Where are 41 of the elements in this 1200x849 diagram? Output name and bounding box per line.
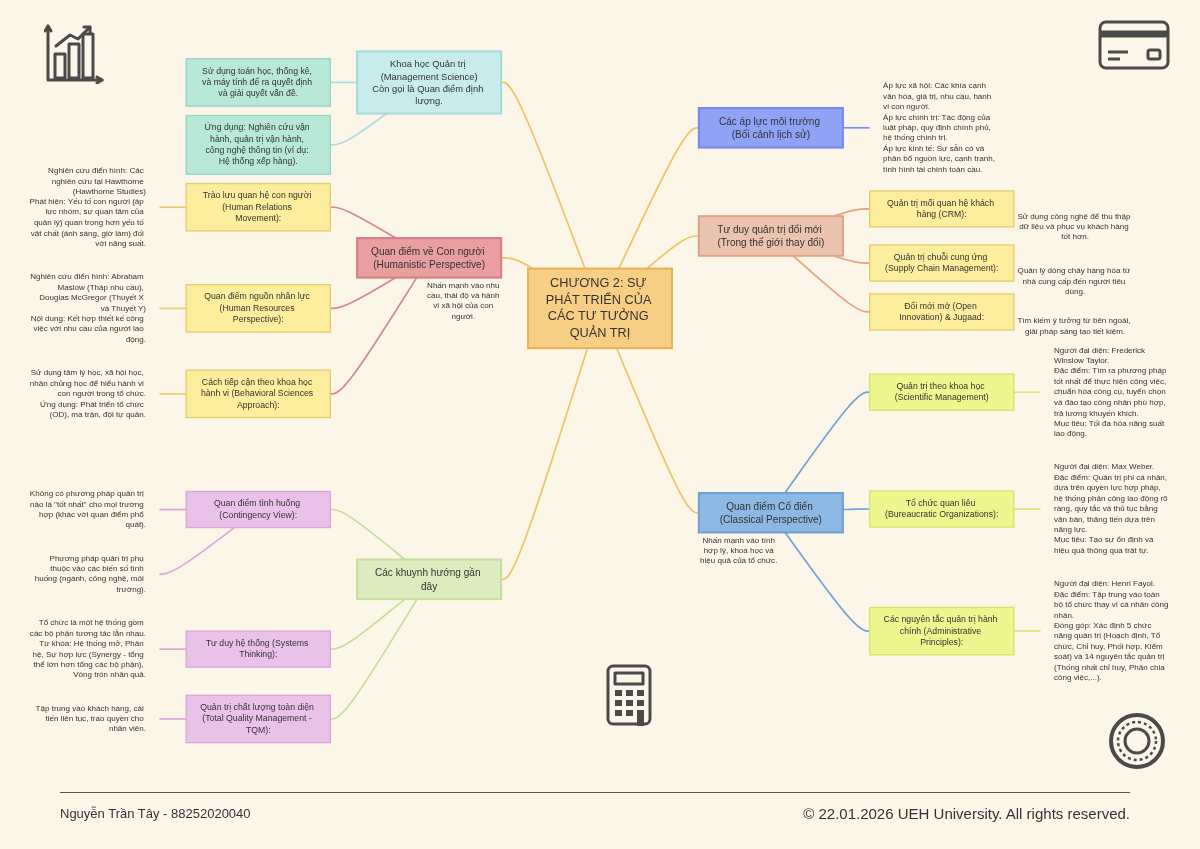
node-box: Ứng dụng: Nghiên cứu vận hành, quản trị vận hành, công nghệ thông tin (ví dụ: Hệ thống xếp hàng). (185, 114, 331, 175)
node-box: Trào lưu quan hệ con người (Human Relations Movement): (185, 182, 331, 232)
node-text: Nghiên cứu điển hình: Các nghiên cứu tại Hawthorne (Hawthorne Studies) Phát hiện: Yếu tố con người (áp lực nhóm, sự quan tâm của quản lý) quan trọng hơn yếu tố vật chất (ánh sáng, giờ làm) đối với năng suất. (29, 165, 147, 248)
node-box: Quản trị chuỗi cung ứng (Supply Chain Management): (869, 244, 1015, 282)
copyright-notice: © 22.01.2026 UEH University. All rights reserved. (803, 804, 1130, 822)
author-credit: Nguyễn Trần Tây - 88252020040 (60, 805, 251, 821)
node-text: Không có phương pháp quản trị nào là "tốt nhất" cho mọi trường hợp (khác với quan điểm phổ quát). (29, 488, 147, 530)
node-text: Nghiên cứu điển hình: Abraham Maslow (Tháp nhu cầu), Douglas McGregor (Thuyết X và Thuyết Y) Nội dung: Kết hợp thiết kế công việc với nhu cầu của người lao động. (30, 271, 147, 344)
node-box: Quan điểm tình huống (Contingency View): (185, 490, 331, 529)
node-text: Tổ chức là một hệ thống gồm các bộ phận tương tác lẫn nhau. Từ khóa: Hệ thống mở, Phân hệ, Sự hợp lực (Synergy - tổng thể lớn hơn tổng các bộ phận), Vòng tròn nhân quả. (29, 617, 147, 680)
node-box: Khoa học Quản trị (Management Science) Còn gọi là Quan điểm định lượng. (356, 50, 503, 115)
node-box: Quản trị chất lượng toàn diện (Total Quality Management - TQM): (185, 694, 331, 744)
node-label: Quản lý dòng chảy hàng hóa từ nhà cung cấp đến người tiêu dùng. (1017, 265, 1131, 296)
node-text: Người đại diện: Frederick Winslow Taylor. Đặc điểm: Tìm ra phương pháp tốt nhất để thực hiện công việc, chuẩn hóa công cụ, tuyển chọn và đào tạo công nhân phù hợp, trả lương khuyến khích. Mục tiêu: Tối đa hóa năng suất lao động. (1053, 345, 1167, 439)
connector (158, 526, 236, 575)
node-text: Người đại diện: Henri Fayol. Đặc điểm: Tập trung vào toàn bộ tổ chức thay vì cá nhân công nhân. Đóng góp: Xác định 5 chức năng quản trị (Hoạch định, Tổ chức, Chỉ huy, Phối hợp, Kiểm soát) và 14 nguyên tắc quản trị (Thống nhất chỉ huy, Phân chia công việc,...). (1053, 578, 1169, 683)
node-box: Quan điểm về Con người (Humanistic Perspective) (356, 237, 503, 279)
node-box: Các áp lực môi trường (Bối cảnh lịch sử) (697, 107, 844, 149)
node-text: Tập trung vào khách hàng, cải tiến liên tục, trao quyền cho nhân viên. (35, 703, 147, 734)
node-box: Tổ chức quan liêu (Bureaucratic Organizations): (869, 490, 1015, 528)
node-box: Các nguyên tắc quản trị hành chính (Administrative Principles): (869, 606, 1015, 656)
node-label: Nhấn mạnh vào nhu cầu, thái độ và hành vi xã hội của con người. (427, 280, 500, 321)
node-box: CHƯƠNG 2: SỰ PHÁT TRIỂN CỦA CÁC TƯ TƯỞNG QUẢN TRỊ (526, 267, 674, 350)
node-text: Người đại diện: Max Weber. Đặc điểm: Quản trị phi cá nhân, dựa trên quyền lực hợp pháp, hệ thống phân công lao động rõ ràng, quy tắc và thủ tục bằng văn bản, thăng tiến dựa trên năng lực. Mục tiêu: Tạo sự ổn định và hiệu quả thông qua trật tự. (1053, 462, 1168, 555)
node-box: Các khuynh hướng gần đây (356, 558, 503, 601)
node-box: Quản trị mối quan hệ khách hàng (CRM): (869, 190, 1015, 228)
node-label: Sử dụng công nghệ để thu thập dữ liệu và phục vụ khách hàng tốt hơn. (1017, 211, 1131, 242)
node-box: Sử dụng toán học, thống kê, và máy tính để ra quyết định và giải quyết vấn đề. (185, 58, 331, 107)
node-box: Tư duy hệ thống (Systems Thinking): (185, 630, 331, 668)
node-text: Sử dụng tâm lý học, xã hội học, nhân chủng học để hiểu hành vi con người trong tổ chức. Ứng dụng: Phát triển tổ chức (OD), ma trận, đội tự quản. (29, 367, 147, 419)
node-box: Cách tiếp cận theo khoa học hành vi (Behavioral Sciences Approach): (185, 369, 331, 419)
node-box: Quan điểm nguồn nhân lực (Human Resources Perspective): (185, 284, 331, 333)
node-box: Tư duy quản trị đổi mới (Trong thế giới thay đổi) (697, 215, 844, 257)
node-label: Tìm kiếm ý tưởng từ bên ngoài, giải pháp sáng tạo tiết kiệm. (1017, 315, 1131, 336)
node-box: Quản trị theo khoa học (Scientific Management) (869, 373, 1015, 411)
node-box: Quan điểm Cổ điển (Classical Perspective) (697, 491, 844, 534)
node-text: Phương pháp quản trị phụ thuộc vào các biến số tình huống (ngành, công nghệ, môi trường). (34, 553, 147, 594)
node-label: Nhấn mạnh vào tính hợp lý, khoa học và hiệu quả của tổ chức. (700, 535, 778, 566)
connector (842, 126, 871, 129)
node-box: Đổi mới mở (Open Innovation) & Jugaad: (869, 293, 1015, 331)
node-text: Áp lực xã hội: Các khía cạnh văn hóa, giá trị, nhu cầu, hành vi con người. Áp lực chính trị: Tác động của luật pháp, quy định chính phủ, hệ thống chính trị. Áp lực kinh tế: Sự sẵn có và phân bổ nguồn lực, cạnh tranh, tình hình tài chính toàn cầu. (883, 80, 995, 174)
